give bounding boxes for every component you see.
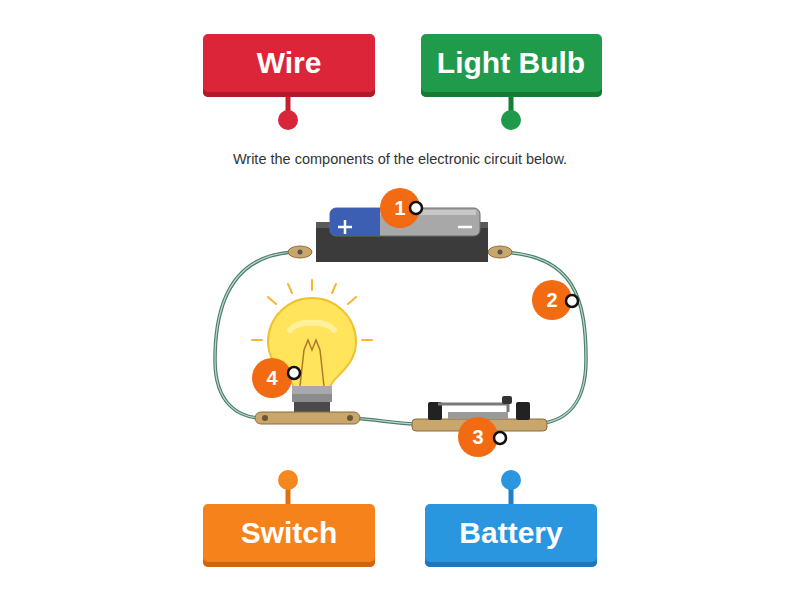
callout-number: 1 bbox=[380, 188, 420, 228]
tile-text: Battery bbox=[459, 516, 562, 550]
callout-text: 2 bbox=[546, 289, 557, 312]
tile-text: Light Bulb bbox=[437, 46, 585, 80]
tile-text: Switch bbox=[241, 516, 338, 550]
tile-text: Wire bbox=[257, 46, 322, 80]
callout-text: 4 bbox=[266, 367, 277, 390]
label-tile: Switch bbox=[203, 504, 375, 567]
callout-text: 3 bbox=[472, 426, 483, 449]
label-tile: Battery bbox=[425, 504, 597, 567]
instruction-text: Write the components of the electronic c… bbox=[233, 151, 567, 167]
callout-number: 4 bbox=[252, 358, 292, 398]
callout-number: 2 bbox=[532, 280, 572, 320]
label-tile: Wire bbox=[203, 34, 375, 97]
label-tile: Light Bulb bbox=[421, 34, 602, 97]
callout-text: 1 bbox=[394, 197, 405, 220]
light-bulb-symbol bbox=[252, 280, 372, 424]
callout-number: 3 bbox=[458, 417, 498, 457]
wires bbox=[215, 252, 586, 424]
